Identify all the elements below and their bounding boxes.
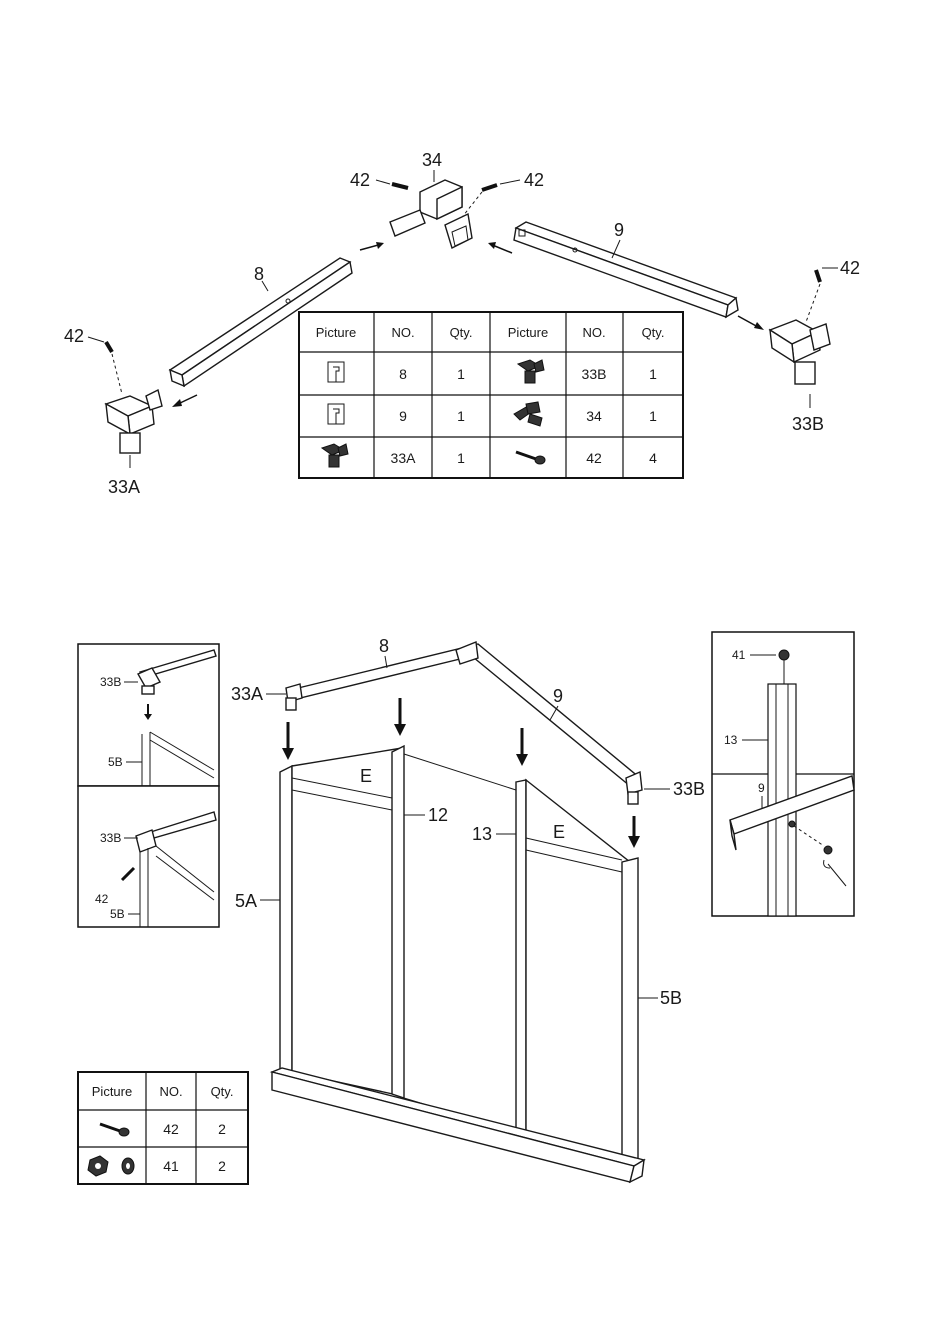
table1-row2-qty1: 1 <box>457 408 465 424</box>
table2-header-qty: Qty. <box>211 1084 234 1099</box>
wall-panel-right <box>516 780 638 1164</box>
table1-row2-qty2: 1 <box>649 408 657 424</box>
inset-right-label-9: 9 <box>758 781 765 795</box>
label-9: 9 <box>553 686 563 706</box>
inset-bottom-label-33B: 33B <box>100 831 121 845</box>
inset-bottom-label-5B: 5B <box>110 907 125 921</box>
table2-row1-no: 42 <box>163 1121 179 1137</box>
table1-header-picture-2: Picture <box>508 325 548 340</box>
label-33B: 33B <box>673 779 705 799</box>
label-9: 9 <box>614 220 624 240</box>
inset-right-label-13: 13 <box>724 733 738 747</box>
label-33A: 33A <box>108 477 140 497</box>
parts-table-1: Picture NO. Qty. Picture NO. Qty. 8 1 33… <box>299 312 683 478</box>
label-5A: 5A <box>235 891 257 911</box>
table1-row3-qty2: 4 <box>649 450 657 466</box>
label-42-right: 42 <box>840 258 860 278</box>
table1-row1-no2: 33B <box>582 366 607 382</box>
screw-42-right <box>806 270 820 322</box>
diagram-roof-assembly: 34 42 42 42 42 8 9 33A 33B Picture NO. Q… <box>64 150 860 497</box>
label-34: 34 <box>422 150 442 170</box>
inset-top-label-33B: 33B <box>100 675 121 689</box>
table1-row1-qty1: 1 <box>457 366 465 382</box>
label-8: 8 <box>254 264 264 284</box>
table1-row1-qty2: 1 <box>649 366 657 382</box>
arrow-head <box>376 242 384 249</box>
table1-header-qty-2: Qty. <box>642 325 665 340</box>
label-42-left: 42 <box>64 326 84 346</box>
inset-bottom-label-42: 42 <box>95 892 109 906</box>
roof-bar-8 <box>286 648 464 710</box>
label-E-left: E <box>360 766 372 786</box>
table2-row2-no: 41 <box>163 1158 179 1174</box>
table1-row3-qty1: 1 <box>457 450 465 466</box>
screw-42-top-right <box>463 185 497 216</box>
inset-top-label-5B: 5B <box>108 755 123 769</box>
arrow-right-end <box>738 316 758 327</box>
label-12: 12 <box>428 805 448 825</box>
table1-row1-no1: 8 <box>399 366 407 382</box>
corner-connector-33A <box>106 390 162 453</box>
apex-connector-34 <box>390 180 472 248</box>
label-8: 8 <box>379 636 389 656</box>
screw-42-left <box>106 342 122 394</box>
label-5B: 5B <box>660 988 682 1008</box>
diagram-frame-assembly: 8 9 33A 33B 12 13 5A 5B E E 33B <box>78 632 854 1184</box>
table1-row2-no1: 9 <box>399 408 407 424</box>
parts-table-2: Picture NO. Qty. 42 2 41 2 <box>78 1072 248 1184</box>
inset-right: 41 13 9 <box>712 632 854 916</box>
wall-panel-middle <box>404 754 516 1132</box>
table1-row3-no1: 33A <box>391 450 417 466</box>
table1-header-no-2: NO. <box>582 325 605 340</box>
label-42-top-left: 42 <box>350 170 370 190</box>
inset-left-bottom: 33B 42 5B <box>78 786 219 927</box>
screw-42-top-left <box>392 184 408 188</box>
table1-header-picture-1: Picture <box>316 325 356 340</box>
table2-row1-qty: 2 <box>218 1121 226 1137</box>
label-33A: 33A <box>231 684 263 704</box>
table2-row2-qty: 2 <box>218 1158 226 1174</box>
bar-9 <box>514 222 738 317</box>
wall-panel-left <box>280 746 404 1098</box>
label-E-right: E <box>553 822 565 842</box>
label-42-top-right: 42 <box>524 170 544 190</box>
table1-header-qty-1: Qty. <box>450 325 473 340</box>
table1-header-no-1: NO. <box>391 325 414 340</box>
inset-right-label-41: 41 <box>732 648 746 662</box>
table1-row3-no2: 42 <box>586 450 602 466</box>
inset-left-top: 33B 5B <box>78 644 219 786</box>
label-13: 13 <box>472 824 492 844</box>
arrow-head <box>488 242 496 249</box>
corner-connector-33B <box>770 320 830 384</box>
table2-header-picture: Picture <box>92 1084 132 1099</box>
label-33B: 33B <box>792 414 824 434</box>
table2-header-no: NO. <box>159 1084 182 1099</box>
table1-row2-no2: 34 <box>586 408 602 424</box>
